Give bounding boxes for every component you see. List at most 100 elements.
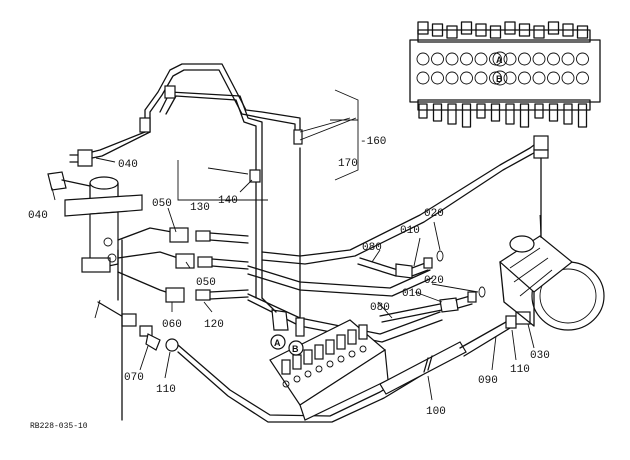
- valve-port: [282, 380, 290, 388]
- inset-spool-stem: [432, 103, 443, 122]
- label-080-upper: 080: [362, 242, 382, 254]
- inset-port-upper: [576, 52, 589, 66]
- label-040-lower: 040: [28, 210, 48, 222]
- port-a-label: A: [274, 338, 281, 348]
- right-hoses: [357, 250, 531, 357]
- inset-port-upper: [445, 52, 459, 66]
- valve-port: [326, 360, 334, 368]
- valve-spool: [347, 329, 357, 345]
- drawing-code: RB228-035-10: [30, 422, 88, 431]
- elbow-040-upper: [69, 131, 151, 167]
- inset-spool-cap: [547, 21, 560, 35]
- inset-spool-stem: [519, 103, 530, 128]
- valve-port: [348, 350, 356, 358]
- label-160: -160: [360, 136, 386, 148]
- label-010-lower: 010: [402, 288, 422, 300]
- inset-spool-stem: [505, 103, 515, 125]
- inset-port-lower: [489, 71, 502, 85]
- inset-port-upper: [547, 52, 560, 66]
- inset-port-upper: [416, 52, 430, 66]
- inset-spool-cap: [475, 23, 487, 37]
- inset-spool-cap: [460, 21, 473, 35]
- valve-port: [315, 365, 323, 373]
- inset-port-lower: [518, 71, 531, 85]
- inset-port-upper: [489, 52, 502, 66]
- label-040-upper: 040: [118, 159, 138, 171]
- valve-spool: [314, 344, 324, 360]
- inset-port-lower: [547, 71, 560, 85]
- valve-spool: [325, 339, 335, 355]
- valve-spool: [358, 324, 368, 340]
- label-050-lower: 050: [196, 277, 216, 289]
- valve-port: [304, 370, 312, 378]
- control-valve-inset: A B: [409, 21, 601, 128]
- label-140: 140: [218, 195, 238, 207]
- inset-port-upper: [518, 52, 531, 66]
- inset-port-upper: [474, 52, 488, 66]
- inset-port-lower: [561, 71, 575, 85]
- valve-spool: [281, 359, 291, 375]
- inset-spool-stem: [534, 103, 544, 119]
- inset-spool-stem: [476, 103, 486, 119]
- label-070: 070: [124, 372, 144, 384]
- valve-port: [293, 375, 301, 383]
- label-110-left: 110: [156, 384, 176, 396]
- label-050-upper: 050: [152, 198, 172, 210]
- inset-spool-stem: [490, 103, 501, 122]
- inset-spool-stem: [447, 103, 457, 125]
- inset-port-lower: [576, 71, 589, 85]
- label-030: 030: [530, 350, 550, 362]
- label-170: 170: [338, 158, 358, 170]
- label-010-upper: 010: [400, 225, 420, 237]
- inset-port-upper: [431, 52, 444, 66]
- inset-port-a-label: A: [496, 55, 503, 65]
- part-labels: 040 040 050 050 060 120 070 110 130 140 …: [28, 136, 550, 431]
- label-060: 060: [162, 319, 182, 331]
- inset-port-b-label: B: [496, 74, 503, 84]
- inset-port-lower: [460, 71, 473, 85]
- port-b-label: B: [292, 344, 299, 354]
- inset-spool-cap: [533, 25, 545, 39]
- valve-spool: [292, 354, 302, 370]
- upper-pipe: [139, 63, 303, 299]
- long-hoses: [247, 135, 549, 343]
- inset-spool-cap: [504, 21, 516, 35]
- lower-left-hose: [97, 239, 423, 423]
- inset-port-lower: [431, 71, 444, 85]
- label-080-lower: 080: [370, 302, 390, 314]
- inset-spool-cap: [562, 23, 574, 37]
- inset-spool-cap: [489, 25, 502, 39]
- inset-spool-cap: [431, 23, 444, 37]
- label-130: 130: [190, 202, 210, 214]
- valve-port: [359, 345, 367, 353]
- inset-spool-cap: [576, 25, 589, 39]
- inset-spool-stem: [563, 103, 573, 125]
- inset-port-upper: [460, 52, 473, 66]
- inset-spool-stem: [548, 103, 559, 122]
- inset-port-upper: [532, 52, 546, 66]
- inset-port-lower: [532, 71, 546, 85]
- bracket-assembly: [64, 176, 143, 273]
- valve-port: [337, 355, 345, 363]
- inset-spool-stem: [577, 103, 588, 128]
- port-a-circle: [270, 334, 286, 350]
- label-110-right: 110: [510, 364, 530, 376]
- inset-spool-cap: [417, 21, 429, 35]
- label-020-upper: 020: [424, 208, 444, 220]
- inset-port-lower: [445, 71, 459, 85]
- elbow-040-lower: [47, 171, 91, 191]
- hose-sleeve-100: [379, 341, 467, 395]
- inset-spool-cap: [518, 23, 531, 37]
- inset-port-lower: [416, 71, 430, 85]
- leader-lines: [51, 89, 542, 401]
- inset-spool-stem: [418, 103, 428, 119]
- travel-motor: [499, 235, 605, 331]
- inset-port-upper: [503, 52, 517, 66]
- label-120: 120: [204, 319, 224, 331]
- inset-port-a: [492, 51, 508, 67]
- valve-spool: [336, 334, 346, 350]
- port-b-circle: [288, 340, 304, 356]
- label-090: 090: [478, 375, 498, 387]
